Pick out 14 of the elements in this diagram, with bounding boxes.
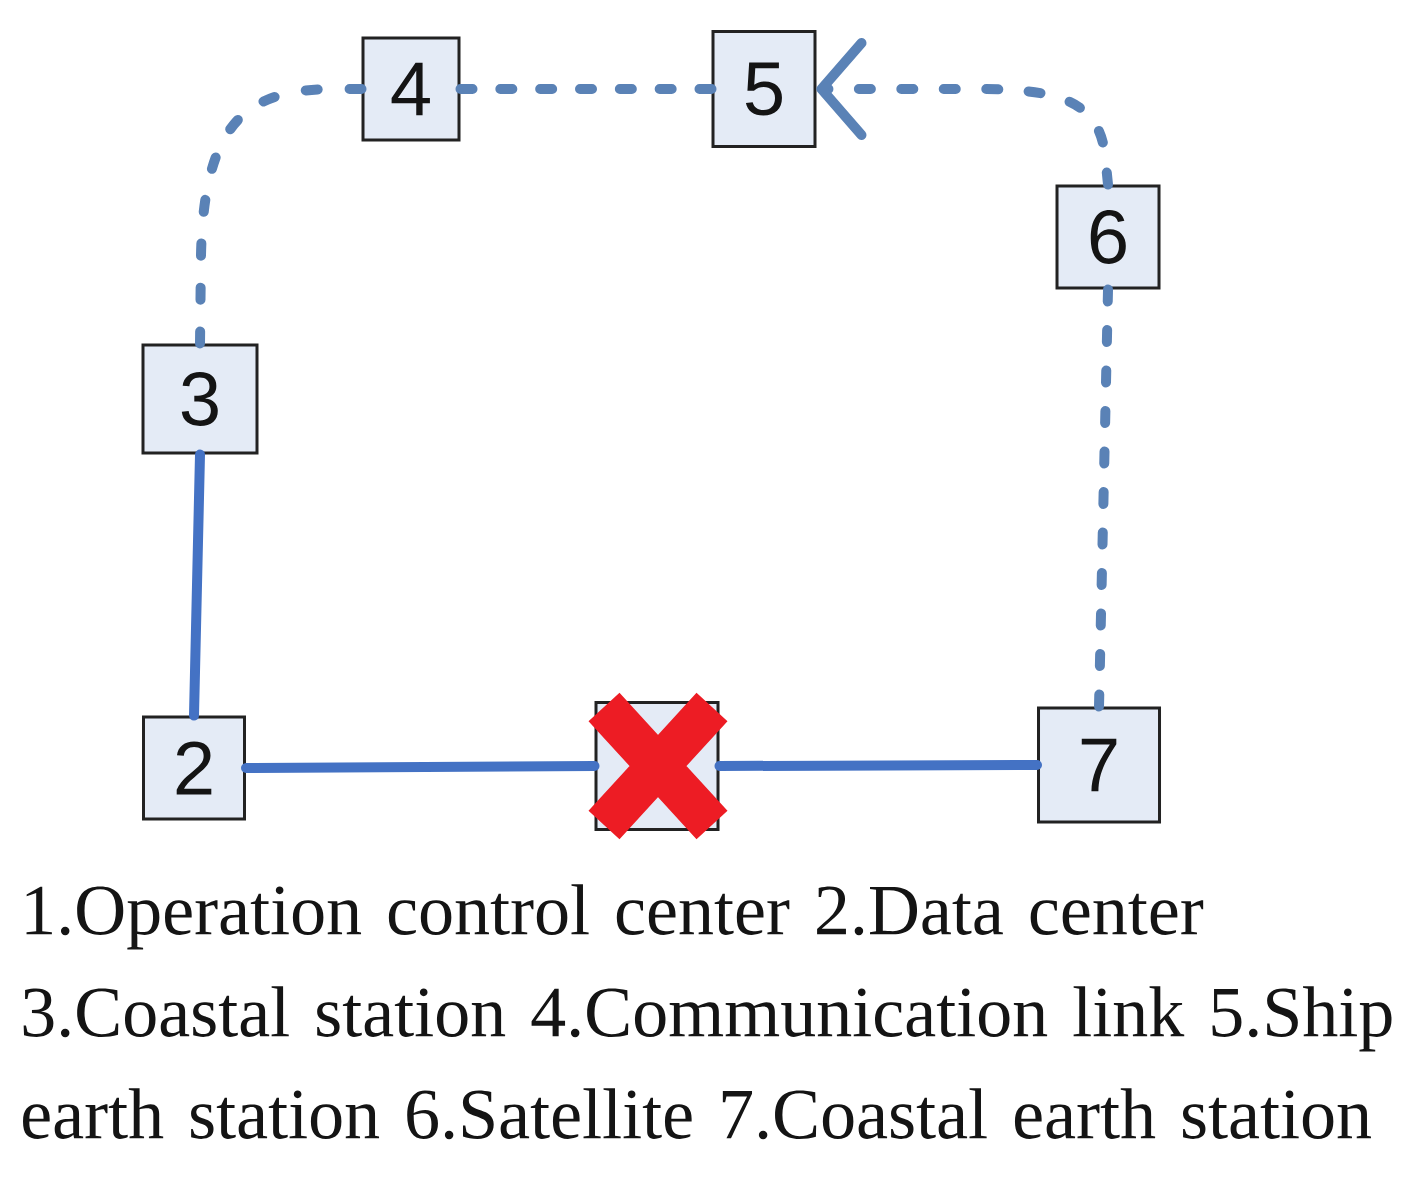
number-box: 5: [711, 30, 817, 148]
line: [714, 760, 1042, 771]
number-box: 6: [1055, 184, 1161, 290]
number-box: 2: [142, 715, 246, 821]
dashed-line: [455, 84, 717, 94]
dashed-line: [1094, 284, 1113, 712]
line: [241, 761, 600, 773]
number-box: 3: [141, 343, 259, 455]
caption: 1.Operation control center 2.Data center 3.Coastal station 4.Communication link 5.Ship earth station 6.Satellite 7.Coastal earth station: [23, 884, 1392, 1140]
line: [189, 449, 205, 721]
dashed-line: [195, 84, 367, 349]
number-box: 4: [361, 36, 461, 142]
arrow: [816, 38, 1113, 190]
number-box: 7: [1037, 706, 1161, 824]
